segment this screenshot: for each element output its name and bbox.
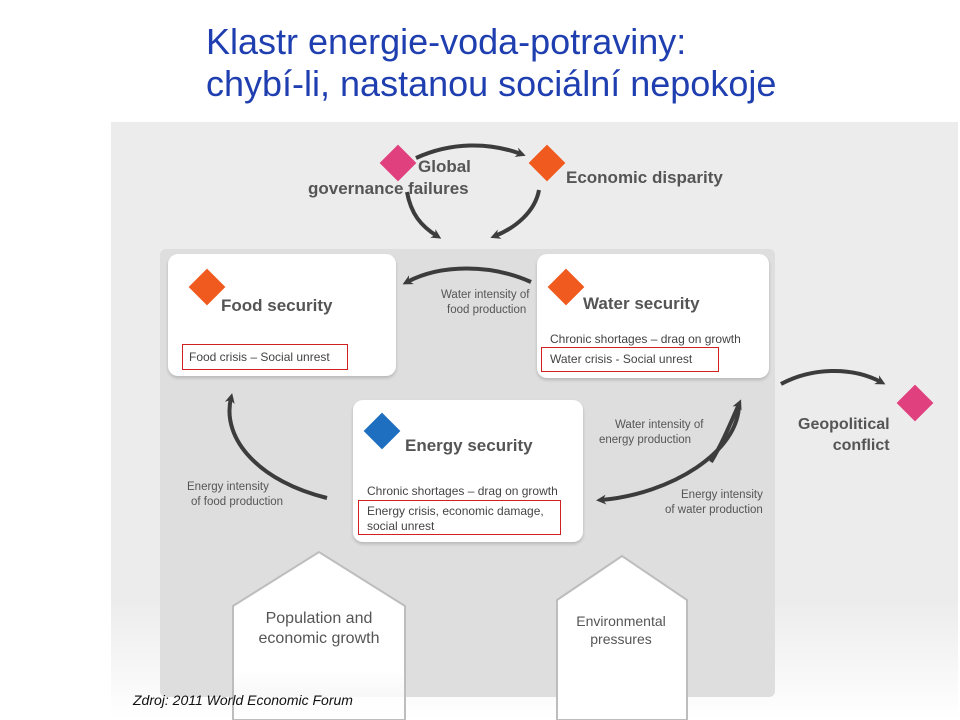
population-growth-label: Population and economic growth <box>252 609 386 649</box>
energy-crisis-line2: social unrest <box>367 519 435 533</box>
risk-nexus-diagram: Global governance failures Economic disp… <box>111 122 958 720</box>
environmental-pressures-pillar <box>556 554 688 720</box>
link-water-energy: Water intensity of energy production <box>599 418 703 448</box>
food-security-title: Food security <box>221 296 333 315</box>
food-security-card: Food security Food crisis – Social unres… <box>168 254 396 376</box>
arrow-disparity-down <box>490 189 541 239</box>
environmental-line1: Environmental <box>576 613 666 629</box>
connector-arrows <box>224 143 886 505</box>
geopolitical-conflict-label: Geopolitical conflict <box>798 414 890 456</box>
slide-title-line2: chybí-li, nastanou sociální nepokoje <box>206 63 777 104</box>
link-energy-food-line2: of food production <box>191 496 284 508</box>
water-security-card: Water security Chronic shortages – drag … <box>537 254 769 378</box>
arrow-governance-down <box>405 191 442 239</box>
link-water-food-line1: Water intensity of <box>441 289 530 301</box>
population-line1: Population and <box>265 610 373 627</box>
arrow-water-energy <box>596 403 741 505</box>
arrow-governance-to-disparity <box>415 143 526 160</box>
population-line2: economic growth <box>258 630 380 647</box>
arrow-energy-to-food <box>224 393 328 500</box>
water-crisis-highlight <box>541 347 719 372</box>
energy-security-title: Energy security <box>405 436 533 455</box>
global-governance-line1: Global <box>418 157 471 176</box>
food-crisis-text: Food crisis – Social unrest <box>189 350 330 364</box>
energy-security-card: Energy security Chronic shortages – drag… <box>353 400 583 542</box>
arrow-water-energy-up <box>709 399 742 464</box>
source-citation: Zdroj: 2011 World Economic Forum <box>133 692 353 708</box>
orange-diamond-icon <box>547 268 585 306</box>
global-governance-line2: governance failures <box>308 179 469 198</box>
environmental-line2: pressures <box>590 631 652 647</box>
energy-crisis-highlight <box>358 500 561 535</box>
economic-disparity-label: Economic disparity <box>566 168 723 187</box>
water-security-title: Water security <box>583 294 700 313</box>
link-water-energy-line2: energy production <box>599 434 692 446</box>
link-water-food-line2: food production <box>447 304 527 316</box>
link-energy-water: Energy intensity of water production <box>661 488 763 518</box>
water-shortage-note: Chronic shortages – drag on growth <box>550 332 741 346</box>
geopolitical-line1: Geopolitical <box>798 416 890 433</box>
energy-crisis-line1: Energy crisis, economic damage, <box>367 504 544 518</box>
link-water-food: Water intensity of food production <box>441 288 529 318</box>
link-energy-water-line2: of water production <box>665 504 763 516</box>
environmental-pressures-label: Environmental pressures <box>559 612 683 648</box>
link-energy-water-line1: Energy intensity <box>681 489 763 501</box>
link-energy-food: Energy intensity of food production <box>187 480 283 510</box>
global-governance-label: Global governance failures <box>308 156 471 200</box>
arrow-water-to-food <box>402 266 532 285</box>
energy-crisis-text: Energy crisis, economic damage, social u… <box>367 504 544 534</box>
link-water-energy-line1: Water intensity of <box>615 419 704 431</box>
arrow-to-geopolitical <box>780 368 886 386</box>
population-growth-pillar <box>232 550 406 720</box>
blue-diamond-icon <box>363 412 401 450</box>
geopolitical-line2: conflict <box>832 437 890 454</box>
slide-title-line1: Klastr energie-voda-potraviny: <box>206 21 687 62</box>
food-crisis-highlight <box>182 344 348 370</box>
orange-diamond-icon <box>188 268 226 306</box>
link-energy-food-line1: Energy intensity <box>187 481 269 493</box>
energy-shortage-note: Chronic shortages – drag on growth <box>367 484 558 498</box>
water-crisis-text: Water crisis - Social unrest <box>550 352 693 366</box>
